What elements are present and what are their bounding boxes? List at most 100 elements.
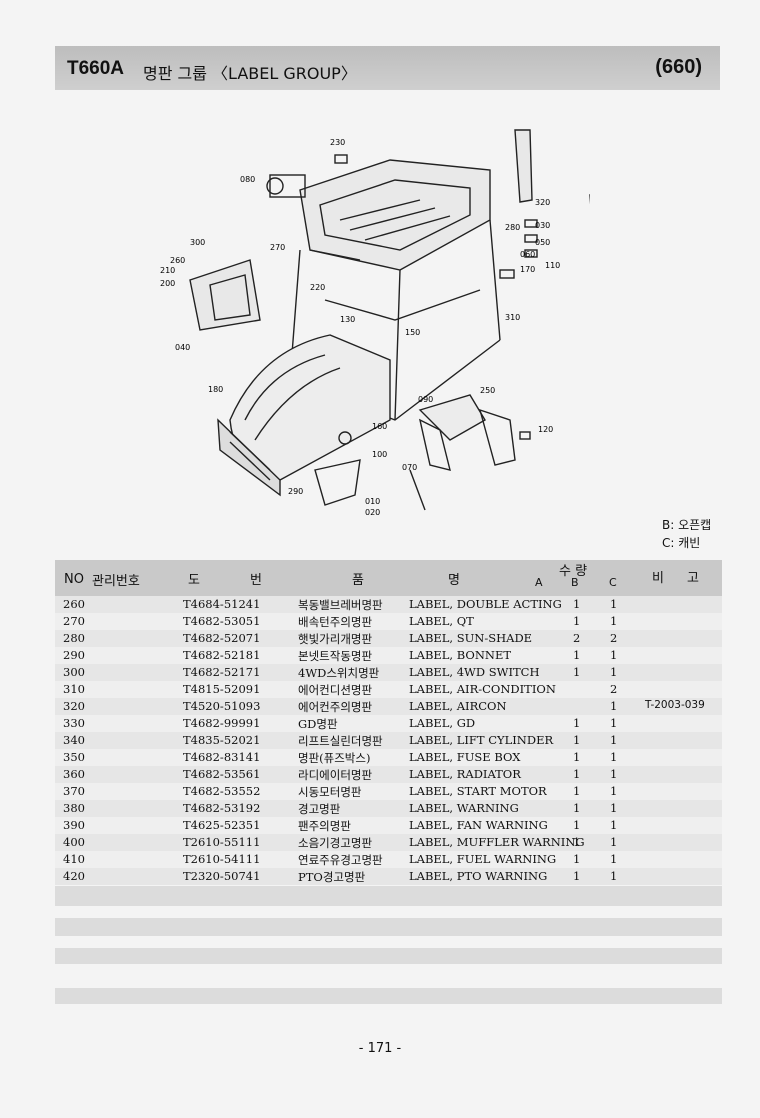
row-no: 310 [63,682,85,696]
row-english-name: LABEL, AIRCON [409,699,507,713]
row-qty-b: 1 [573,733,581,747]
row-no: 420 [63,869,85,883]
row-korean-name: 배속턴주의명판 [298,615,373,629]
row-no: 340 [63,733,85,747]
header-col-c: C [609,576,617,589]
row-no: 330 [63,716,85,730]
table-filler-band [55,918,722,936]
row-qty-b: 1 [573,716,581,730]
row-no: 410 [63,852,85,866]
row-english-name: LABEL, AIR-CONDITION [409,682,556,696]
row-korean-name: 명판(퓨즈박스) [298,751,371,765]
row-korean-name: 팬주의명판 [298,819,351,833]
row-english-name: LABEL, DOUBLE ACTING [409,597,562,611]
row-no: 280 [63,631,85,645]
row-no: 350 [63,750,85,764]
row-part-number: T4682-53552 [183,784,261,798]
row-note: T-2003-039 [645,699,705,711]
row-qty-b: 1 [573,784,581,798]
row-no: 360 [63,767,85,781]
row-korean-name: 시동모터명판 [298,785,362,799]
callout-label: 250 [480,386,495,395]
row-korean-name: 라디에이터명판 [298,768,373,782]
header-name-b: 명 [448,573,460,588]
callout-label: 050 [535,238,550,247]
callout-label: 080 [240,175,255,184]
row-qty-c: 1 [610,852,618,866]
row-english-name: LABEL, PTO WARNING [409,869,548,883]
callout-label: 210 [160,266,175,275]
callout-label: 300 [190,238,205,247]
row-no: 400 [63,835,85,849]
row-qty-b: 1 [573,665,581,679]
header-mgmt: 관리번호 [92,574,140,589]
row-korean-name: 본넷트작동명판 [298,649,373,663]
callout-label: 110 [545,261,560,270]
row-korean-name: 복동밸브레버명판 [298,598,383,612]
row-part-number: T4682-53192 [183,801,261,815]
row-qty-b: 1 [573,818,581,832]
row-qty-c: 1 [610,869,618,883]
row-qty-b: 1 [573,614,581,628]
row-qty-c: 2 [610,682,618,696]
row-qty-c: 1 [610,767,618,781]
row-english-name: LABEL, QT [409,614,474,628]
row-english-name: LABEL, RADIATOR [409,767,521,781]
callout-label: 010 [365,497,380,506]
row-part-number: T4682-52171 [183,665,261,679]
row-qty-c: 1 [610,597,618,611]
table-filler-band [55,988,722,1004]
legend-c: C: 캐빈 [662,536,701,550]
row-no: 370 [63,784,85,798]
row-korean-name: 소음기경고명판 [298,836,373,850]
row-english-name: LABEL, FUSE BOX [409,750,521,764]
header-part-a: 도 [188,573,200,588]
row-korean-name: 리프트실린더명판 [298,734,383,748]
row-no: 290 [63,648,85,662]
row-qty-b: 1 [573,597,581,611]
row-qty-c: 1 [610,750,618,764]
row-qty-c: 1 [610,801,618,815]
header-name-a: 품 [352,573,364,588]
row-korean-name: 에어컨디션명판 [298,683,373,697]
callout-label: 220 [310,283,325,292]
row-korean-name: 햇빛가리개명판 [298,632,373,646]
row-qty-c: 1 [610,733,618,747]
row-english-name: LABEL, START MOTOR [409,784,547,798]
callout-label: 290 [288,487,303,496]
callout-label: 280 [505,223,520,232]
callout-label: 320 [535,198,550,207]
row-no: 390 [63,818,85,832]
callout-label: 270 [270,243,285,252]
callout-label: 200 [160,279,175,288]
callout-label: 180 [208,385,223,394]
row-korean-name: 경고명판 [298,802,341,816]
row-qty-b: 1 [573,869,581,883]
header-part-b: 번 [250,573,262,588]
page-header: T660A 명판 그룹 〈LABEL GROUP〉 (660) [55,46,720,90]
row-korean-name: 연료주유경고명판 [298,853,383,867]
table-filler-band [55,886,722,906]
row-no: 260 [63,597,85,611]
row-part-number: T4682-53561 [183,767,261,781]
callout-label: 160 [372,422,387,431]
row-no: 380 [63,801,85,815]
callout-label: 030 [535,221,550,230]
row-qty-c: 1 [610,716,618,730]
callout-label: 170 [520,265,535,274]
table-header: NO 관리번호 도 번 품 명 수 량 A B C 비 고 [55,560,722,600]
header-col-a: A [535,576,543,589]
callout-label: 150 [405,328,420,337]
